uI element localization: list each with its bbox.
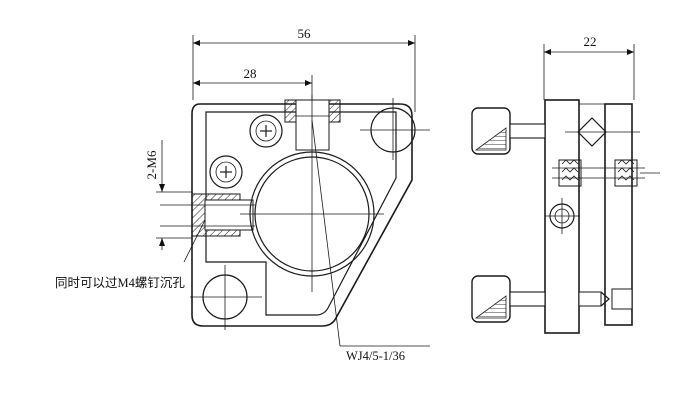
counterbore-hole (160, 193, 255, 237)
dimension-half-width: 28 (193, 66, 313, 100)
front-view: 56 28 (55, 26, 430, 363)
dim-28-label: 28 (244, 66, 257, 81)
side-hole (545, 198, 580, 234)
dimension-thread: 2-M6 (144, 140, 192, 250)
corner-hole-top-right (360, 98, 430, 160)
adjuster-knob-upper[interactable] (471, 107, 546, 155)
dim-56-label: 56 (298, 26, 312, 41)
side-view: 22 (471, 34, 660, 334)
corner-hole-bottom-left (190, 265, 262, 330)
dimension-side-thickness: 22 (543, 34, 635, 100)
ball-pivot (565, 117, 640, 147)
optic-aperture (240, 95, 384, 292)
front-plate (191, 103, 413, 327)
screw-upper (249, 114, 283, 148)
inner-pocket (205, 111, 397, 316)
model-leader: WJ4/5-1/36 (311, 119, 430, 363)
screw-lower (209, 155, 243, 189)
dim-2-m6-label: 2-M6 (144, 150, 159, 179)
counterbore-note: 同时可以过M4螺钉沉孔 (55, 276, 185, 290)
dimension-overall-width: 56 (192, 26, 416, 112)
adjuster-knob-lower[interactable] (471, 275, 633, 323)
side-rear-plate (604, 103, 633, 326)
note-leader: 同时可以过M4螺钉沉孔 (55, 219, 206, 290)
dim-22-label: 22 (584, 34, 597, 49)
spring-assembly (552, 159, 660, 187)
model-label: WJ4/5-1/36 (346, 349, 405, 363)
